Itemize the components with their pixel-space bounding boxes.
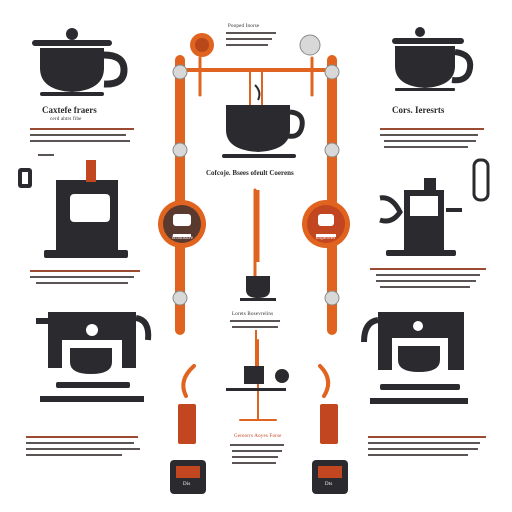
text-block-bottom-left: [26, 436, 140, 456]
text-block-mid-left: [30, 270, 140, 284]
middle-center-caption: Lorets Bosevrelins: [232, 312, 274, 317]
espresso-machine-icon: [36, 312, 152, 402]
coffee-maker-icon: [379, 158, 490, 256]
kettle-icon: [32, 28, 128, 96]
panel-title-top-left: Caxtefe fraers: [42, 105, 97, 115]
right-medallion: [302, 200, 350, 248]
text-block-mid-right: [370, 268, 486, 288]
kettle-icon: [392, 27, 474, 91]
pour-over-icon: [240, 190, 276, 301]
espresso-machine-icon: [361, 312, 468, 404]
top-gauge-icon: [190, 33, 214, 57]
text-block-top-right: [380, 128, 484, 148]
coffee-cup-icon: [222, 84, 305, 158]
right-medallion-label: Esperees: [316, 236, 336, 241]
coffee-maker-icon: [18, 160, 128, 258]
left-medallion: [158, 200, 206, 248]
grinder-icon: [226, 330, 289, 391]
text-block-bottom-right: [368, 436, 486, 456]
coffee-bag-icon: [170, 404, 206, 494]
text-block-top-left: [30, 128, 134, 156]
pipe-frame: [175, 55, 337, 421]
left-bag-tag: Dis: [183, 482, 191, 487]
right-bag-tag: Dts: [325, 482, 333, 487]
left-medallion-label: Bramsure: [172, 236, 194, 241]
pipe-joints: [172, 34, 340, 306]
right-arm: [318, 364, 331, 398]
left-arm: [181, 364, 196, 398]
top-center-caption: Pooped Inorse: [228, 24, 260, 29]
coffee-bag-icon: [312, 404, 348, 494]
panel-subtitle-top-left: cerd ahtrs fibe: [50, 117, 82, 122]
text-block-center: [226, 32, 284, 464]
center-caption: Cofcoje. Bsees ofeult Coerens: [206, 169, 294, 177]
panel-title-top-right: Cors. Ieresrts: [392, 105, 445, 115]
lower-center-caption: Gereorrs Aoyes Forse: [234, 434, 282, 439]
